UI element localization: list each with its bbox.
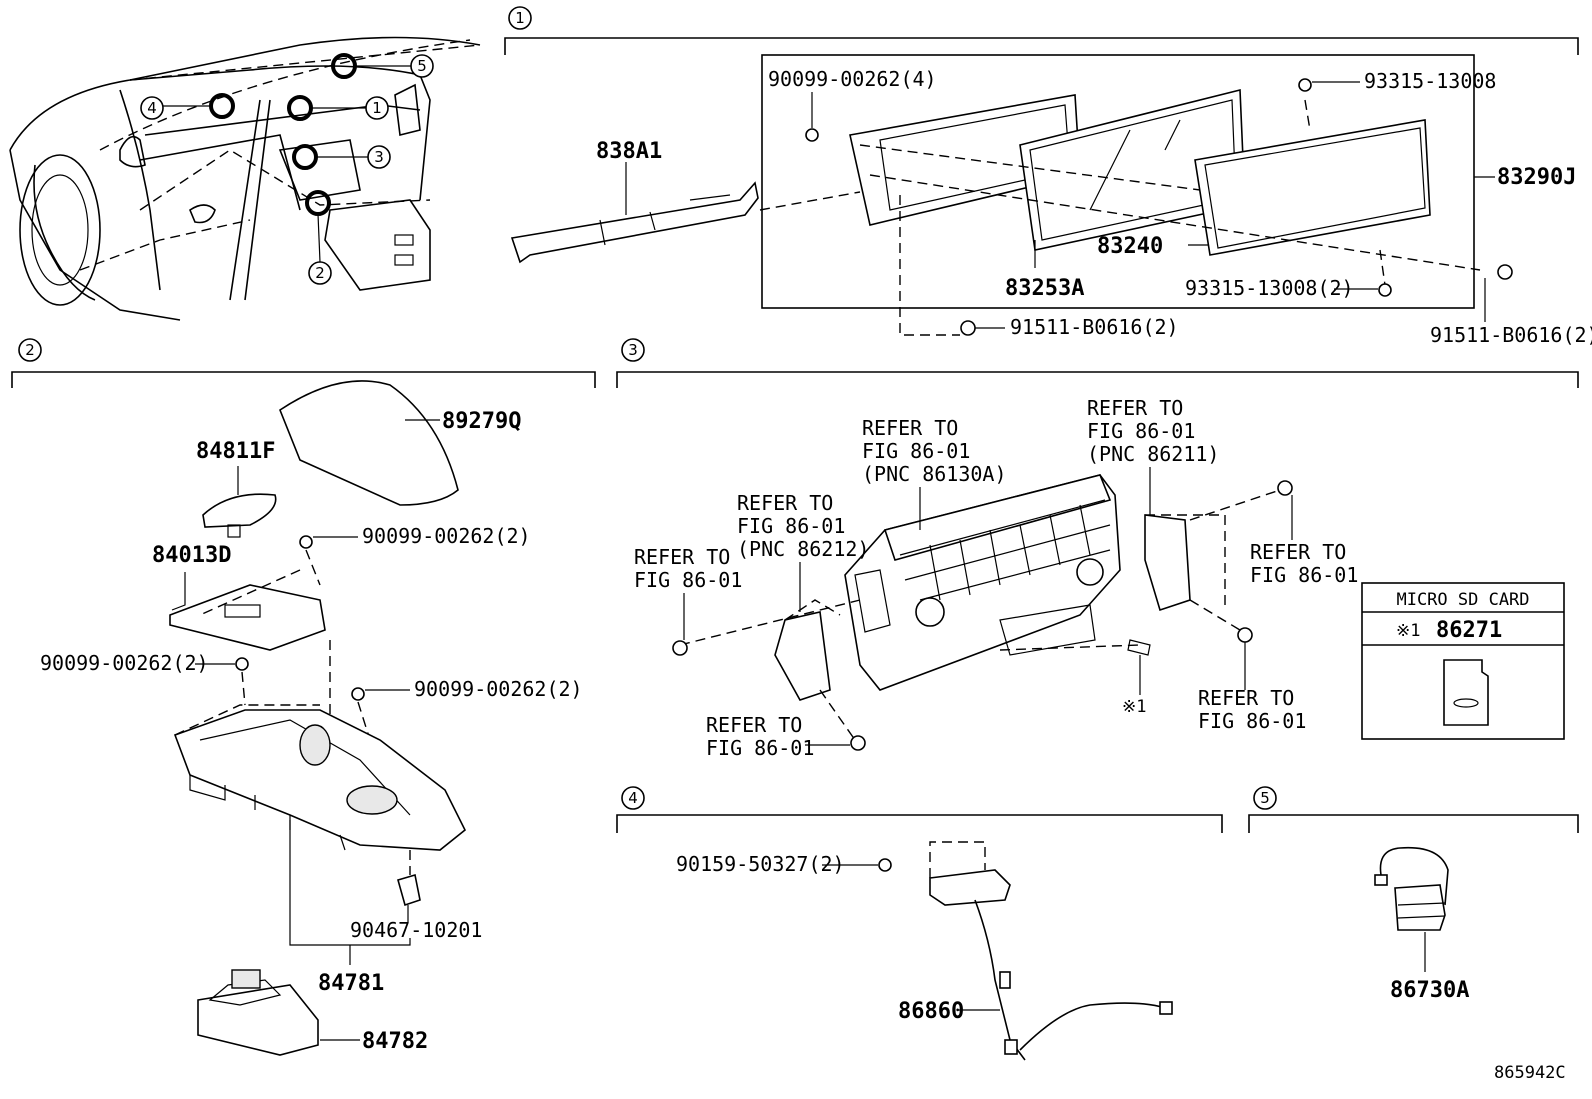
section-5: 5 86730A [1248,786,1579,1003]
refer-f-line1: REFER TO [706,713,802,737]
refer-g-line1: REFER TO [1198,686,1294,710]
refer-e-line1: REFER TO [1250,540,1346,564]
label-86860: 86860 [898,999,964,1024]
note-mark: ※1 [1122,697,1146,717]
sd-card-icon [1443,659,1489,726]
label-93315-13008-2: 93315-13008(2) [1185,276,1354,300]
label-90467-10201: 90467-10201 [350,918,482,942]
label-90099-00262-b: 90099-00262(2) [40,651,209,675]
label-93315-13008: 93315-13008 [1364,69,1496,93]
label-84811F: 84811F [196,439,275,464]
refer-d-line2: FIG 86-01 [634,568,742,592]
section-2: 2 89279Q 84811F 84013D 90099-00262(2) 90… [11,338,596,1056]
callout-1: 1 [372,99,382,117]
label-84781: 84781 [318,971,384,996]
label-84782: 84782 [362,1029,428,1054]
refer-a-line2: FIG 86-01 [862,439,970,463]
section-2-number: 2 [25,341,35,359]
label-86730A: 86730A [1390,978,1469,1003]
refer-c-line2: FIG 86-01 [737,514,845,538]
refer-b-line1: REFER TO [1087,396,1183,420]
refer-e-line2: FIG 86-01 [1250,563,1358,587]
sd-box-mark: ※1 [1396,621,1420,641]
label-89279Q: 89279Q [442,409,521,434]
section-1: 1 838A1 90099-00262(4) 93315-13008 [504,6,1592,347]
section-5-number: 5 [1260,789,1270,807]
micro-sd-card-box: MICRO SD CARD ※1 86271 [1361,582,1565,740]
refer-c-line3: (PNC 86212) [737,537,869,561]
label-90159-50327: 90159-50327(2) [676,852,845,876]
section-3-number: 3 [628,341,638,359]
section-4: 4 90159-50327(2) 86860 [616,786,1223,1061]
label-90099-00262-a: 90099-00262(2) [362,524,531,548]
refer-b-line3: (PNC 86211) [1087,442,1219,466]
refer-c-line1: REFER TO [737,491,833,515]
refer-d-line1: REFER TO [634,545,730,569]
callout-5: 5 [417,57,427,75]
label-83253A: 83253A [1005,276,1084,301]
refer-g-line2: FIG 86-01 [1198,709,1306,733]
section-1-number: 1 [515,9,525,27]
callout-3: 3 [374,148,384,166]
sd-box-title: MICRO SD CARD [1396,590,1529,610]
label-90099-00262-4: 90099-00262(4) [768,67,937,91]
label-838A1: 838A1 [596,139,662,164]
section-3: 3 REFER TO FIG 86-01 (PNC 86130A) REFER … [616,338,1579,760]
callout-2: 2 [315,264,325,282]
label-91511-B0616-b: 91511-B0616(2) [1430,323,1592,347]
refer-a-line3: (PNC 86130A) [862,462,1007,486]
label-84013D: 84013D [152,543,231,568]
label-90099-00262-c: 90099-00262(2) [414,677,583,701]
label-91511-B0616-a: 91511-B0616(2) [1010,315,1179,339]
overview-illustration: 5 1 3 4 2 [9,36,481,321]
label-83290J: 83290J [1497,165,1576,190]
section-4-number: 4 [628,789,638,807]
refer-f-line2: FIG 86-01 [706,736,814,760]
figure-id: 865942C [1494,1063,1566,1083]
label-83240: 83240 [1097,234,1163,259]
refer-b-line2: FIG 86-01 [1087,419,1195,443]
sd-box-part: 86271 [1436,618,1502,643]
refer-a-line1: REFER TO [862,416,958,440]
callout-4: 4 [147,99,157,117]
